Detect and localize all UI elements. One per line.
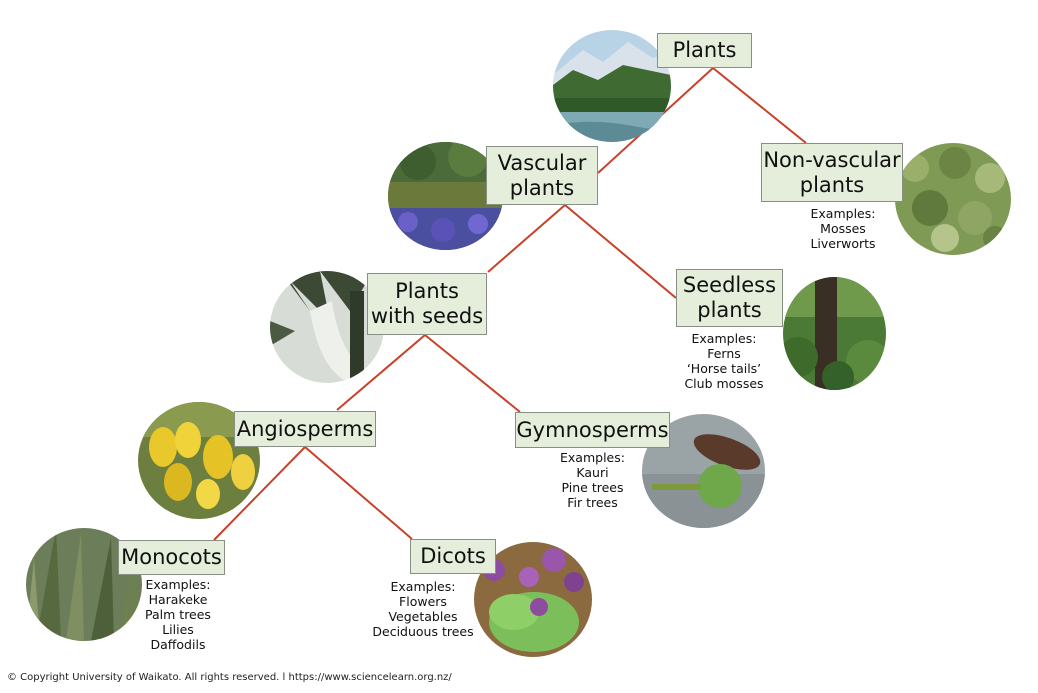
examples-monocots: Examples: Harakeke Palm trees Lilies Daf… [128,577,228,652]
node-plants: Plants [657,33,752,68]
connector-angio-dicots [304,446,413,540]
example-line: Palm trees [145,607,211,622]
example-line: Deciduous trees [372,624,474,639]
node-seeds-line1: Plants [395,279,459,303]
node-vascular-line2: plants [509,175,575,200]
connector-plants-nonvascular [712,67,807,144]
node-seedless-plants: Seedless plants [676,269,783,327]
example-line: Liverworts [810,236,876,251]
example-line: Kauri [576,465,609,480]
photo-tree-fern-forest [783,277,886,390]
node-plants-with-seeds: Plants with seeds [367,273,487,335]
example-line: Ferns [707,346,741,361]
node-seedless-line1: Seedless [682,273,777,297]
node-angio-label: Angiosperms [236,416,374,441]
connector-vascular-seeds [487,204,566,273]
node-dicots: Dicots [410,539,496,574]
copyright-notice: © Copyright University of Waikato. All r… [7,672,452,683]
node-dicots-label: Dicots [420,544,486,568]
example-line: Examples: [145,577,211,592]
photo-moss [895,143,1011,255]
node-gymno-label: Gymnosperms [516,417,669,442]
example-line: Pine trees [561,480,624,495]
example-line: Examples: [691,331,757,346]
example-line: Lilies [162,622,194,637]
photo-mountain-river [553,30,671,142]
example-line: Vegetables [388,609,458,624]
connector-angio-mono [213,446,306,541]
node-angiosperms: Angiosperms [234,411,376,447]
example-line: ‘Horse tails’ [686,361,762,376]
node-plants-label: Plants [672,38,737,62]
node-mono-label: Monocots [121,545,222,569]
node-nonvascular-line2: plants [799,172,865,197]
connector-vascular-seedless [564,204,677,299]
example-line: Mosses [820,221,866,236]
examples-gymnosperms: Examples: Kauri Pine trees Fir trees [540,450,645,510]
node-nonvascular-line1: Non-vascular [763,147,901,172]
node-seeds-line2: with seeds [370,304,484,328]
examples-seedless: Examples: Ferns ‘Horse tails’ Club mosse… [667,331,781,391]
node-nonvascular-plants: Non-vascular plants [761,143,903,202]
example-line: Fir trees [567,495,618,510]
examples-dicots: Examples: Flowers Vegetables Deciduous t… [366,579,480,639]
connector-seeds-angio [336,334,426,411]
node-seedless-line2: plants [697,298,762,322]
node-vascular-plants: Vascular plants [486,146,598,205]
photo-harakeke-flax [26,528,142,641]
example-line: Club mosses [684,376,764,391]
photo-pine-cones [642,414,765,528]
example-line: Examples: [560,450,625,465]
connector-seeds-gymno [424,334,521,413]
node-gymnosperms: Gymnosperms [515,412,670,448]
node-vascular-line1: Vascular [497,150,587,175]
examples-nonvascular: Examples: Mosses Liverworts [787,206,899,251]
photo-palm-trunk [270,271,384,383]
example-line: Harakeke [148,592,208,607]
example-line: Examples: [810,206,876,221]
example-line: Daffodils [150,637,206,652]
photo-purple-daisy-leaves [474,542,592,657]
node-monocots: Monocots [118,540,225,575]
example-line: Examples: [390,579,456,594]
example-line: Flowers [399,594,447,609]
